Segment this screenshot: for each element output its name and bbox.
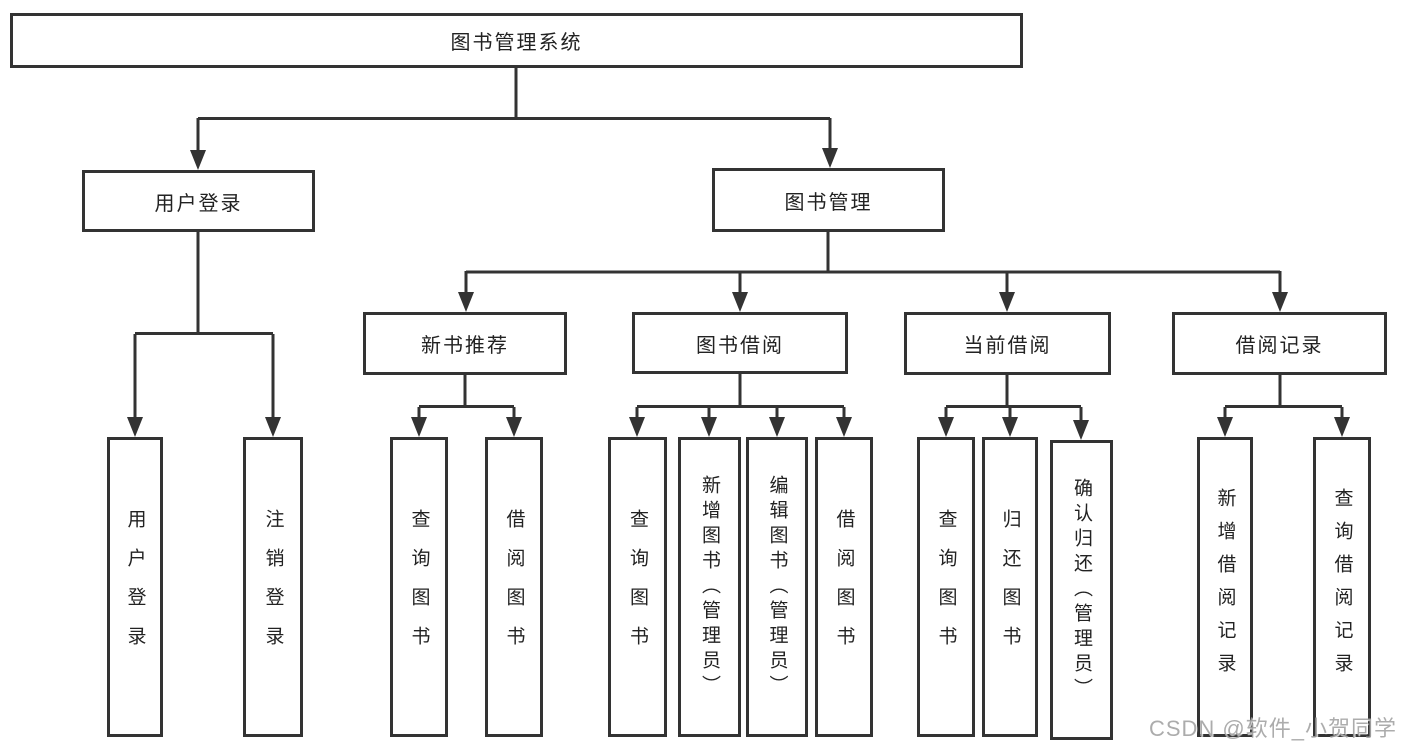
node-book-borrowing: 图书借阅 — [632, 312, 848, 374]
leaf-return-books: 归还图书 — [982, 437, 1038, 737]
leaf-edit-books-admin: 编辑图书（管理员） — [746, 437, 808, 737]
leaf-borrow-books: 借阅图书 — [815, 437, 873, 737]
leaf-query-borrow-record: 查询借阅记录 — [1313, 437, 1371, 737]
node-current-borrowing: 当前借阅 — [904, 312, 1111, 375]
leaf-query-books-recommend: 查询图书 — [390, 437, 448, 737]
node-new-book-recommendation: 新书推荐 — [363, 312, 567, 375]
node-user-login: 用户登录 — [82, 170, 315, 232]
leaf-add-books-admin: 新增图书（管理员） — [678, 437, 741, 737]
connector-recommend-branch — [419, 373, 514, 408]
connector-records-branch — [1225, 373, 1342, 408]
leaf-borrow-books-recommend: 借阅图书 — [485, 437, 543, 737]
connector-borrowing-branch — [637, 372, 844, 408]
leaf-logout: 注销登录 — [243, 437, 303, 737]
leaf-query-books-current: 查询图书 — [917, 437, 975, 737]
connector-user-login-branch — [135, 231, 273, 335]
node-borrowing-records: 借阅记录 — [1172, 312, 1387, 375]
node-library-system: 图书管理系统 — [10, 13, 1023, 68]
leaf-query-books-borrow: 查询图书 — [608, 437, 667, 737]
leaf-confirm-return-admin: 确认归还（管理员） — [1050, 440, 1113, 740]
node-book-management: 图书管理 — [712, 168, 945, 232]
watermark: CSDN @软件_小贺同学 — [1148, 716, 1397, 741]
connector-current-branch — [946, 373, 1081, 408]
leaf-add-borrow-record: 新增借阅记录 — [1197, 437, 1253, 737]
leaf-user-login: 用户登录 — [107, 437, 163, 737]
